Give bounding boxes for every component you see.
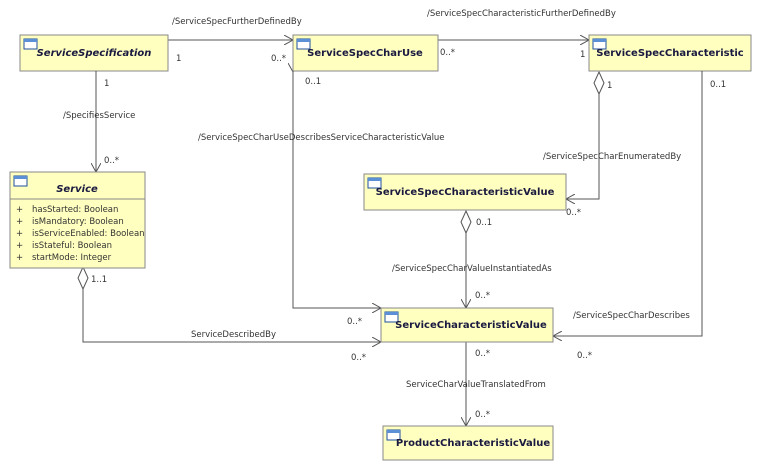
class-icon bbox=[367, 177, 382, 189]
class-service-characteristic-value[interactable]: ServiceCharacteristicValue bbox=[380, 307, 554, 343]
class-name: ServiceCharacteristicValue bbox=[395, 320, 547, 331]
mult-char-describes-target: 0..* bbox=[577, 351, 592, 361]
class-name: ServiceSpecCharacteristic bbox=[596, 48, 744, 59]
label-char-value-instantiated: /ServiceSpecCharValueInstantiatedAs bbox=[392, 264, 552, 274]
label-char-describes: /ServiceSpecCharDescribes bbox=[573, 311, 690, 321]
class-icon bbox=[386, 429, 401, 441]
class-name: Service bbox=[56, 184, 98, 195]
label-translated-from: ServiceCharValueTranslatedFrom bbox=[406, 380, 546, 390]
class-name: ProductCharacteristicValue bbox=[396, 438, 550, 449]
aggregation-diamond-char-value-instantiated bbox=[460, 209, 472, 235]
attribute-has-started: hasStarted: Boolean bbox=[32, 205, 118, 215]
class-product-characteristic-value[interactable]: ProductCharacteristicValue bbox=[382, 425, 554, 461]
edge-char-enumerated bbox=[566, 94, 600, 199]
edge-service-described-by bbox=[82, 289, 381, 342]
class-icon bbox=[23, 38, 38, 50]
attribute-is-service-enabled: isServiceEnabled: Boolean bbox=[32, 229, 145, 239]
attribute-is-mandatory: isMandatory: Boolean bbox=[32, 217, 124, 227]
mult-char-value-instantiated-source: 0..1 bbox=[476, 218, 492, 228]
attribute-start-mode: startMode: Integer bbox=[32, 253, 112, 263]
class-service[interactable]: Service + hasStarted: Boolean + isMandat… bbox=[9, 171, 146, 269]
attribute-visibility: + bbox=[16, 205, 23, 215]
label-char-use-describes: /ServiceSpecCharUseDescribesServiceChara… bbox=[198, 133, 445, 143]
label-service-described-by: ServiceDescribedBy bbox=[191, 330, 276, 340]
mult-char-value-instantiated-target: 0..* bbox=[475, 291, 490, 301]
aggregation-diamond-char-enumerated bbox=[593, 70, 605, 96]
mult-char-enumerated-target: 0..* bbox=[566, 208, 581, 218]
label-char-further-defined: /ServiceSpecCharacteristicFurtherDefined… bbox=[427, 9, 616, 19]
class-name: ServiceSpecification bbox=[37, 48, 152, 59]
class-icon bbox=[296, 38, 311, 50]
class-service-spec-characteristic[interactable]: ServiceSpecCharacteristic bbox=[588, 34, 752, 72]
attribute-visibility: + bbox=[16, 253, 23, 263]
attribute-is-stateful: isStateful: Boolean bbox=[32, 241, 112, 251]
label-specifies-service: /SpecifiesService bbox=[63, 111, 135, 121]
mult-char-enumerated-source: 1 bbox=[607, 81, 612, 91]
mult-service-described-by-source: 1..1 bbox=[91, 275, 107, 285]
mult-spec-further-defined-source: 1 bbox=[176, 54, 181, 64]
attribute-visibility: + bbox=[16, 241, 23, 251]
mult-translated-from-source: 0..* bbox=[475, 349, 490, 359]
mult-char-further-defined-source: 0..* bbox=[440, 48, 455, 58]
mult-char-describes-source: 0..1 bbox=[710, 80, 726, 90]
class-name: ServiceSpecCharacteristicValue bbox=[376, 187, 555, 198]
label-spec-further-defined: /ServiceSpecFurtherDefinedBy bbox=[172, 17, 302, 27]
mult-specifies-service-target: 0..* bbox=[104, 156, 119, 166]
mult-char-further-defined-target: 1 bbox=[580, 50, 585, 60]
mult-spec-further-defined-target: 0..* bbox=[271, 54, 286, 64]
class-name: ServiceSpecCharUse bbox=[307, 48, 423, 59]
class-icon bbox=[384, 311, 399, 323]
mult-specifies-service-source: 1 bbox=[104, 79, 109, 89]
edge-char-use-describes bbox=[293, 72, 381, 308]
edge-char-describes bbox=[553, 72, 702, 336]
mult-service-described-by-target: 0..* bbox=[351, 353, 366, 363]
mult-char-use-describes-source: 0..1 bbox=[305, 77, 321, 87]
mult-translated-from-target: 0..* bbox=[475, 410, 490, 420]
mult-char-use-describes-target: 0..* bbox=[347, 317, 362, 327]
class-service-spec-characteristic-value[interactable]: ServiceSpecCharacteristicValue bbox=[363, 173, 567, 211]
class-service-specification[interactable]: ServiceSpecification bbox=[19, 34, 169, 72]
class-icon bbox=[13, 175, 28, 187]
class-icon bbox=[592, 38, 607, 50]
attribute-visibility: + bbox=[16, 217, 23, 227]
attribute-visibility: + bbox=[16, 229, 23, 239]
label-char-enumerated: /ServiceSpecCharEnumeratedBy bbox=[543, 152, 681, 162]
class-service-spec-char-use[interactable]: ServiceSpecCharUse bbox=[292, 34, 439, 72]
aggregation-diamond-service-described-by bbox=[77, 265, 89, 291]
